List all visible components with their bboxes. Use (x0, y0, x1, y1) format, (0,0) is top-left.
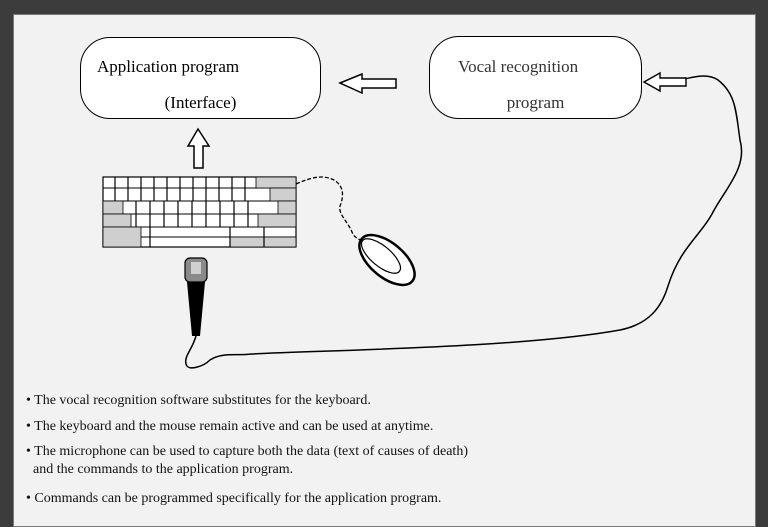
vocal-recognition-box: Vocal recognition program (429, 36, 642, 119)
program-label: program (506, 93, 565, 112)
microphone-cable (184, 75, 743, 369)
note-3-cont: and the commands to the application prog… (26, 462, 294, 477)
note-3: • The microphone can be used to capture … (26, 444, 468, 459)
application-program-label: Application program (97, 57, 240, 76)
keyboard-icon (102, 176, 297, 248)
hollow-arrow-up (186, 127, 211, 169)
mouse-cord (295, 176, 367, 243)
mouse-icon (358, 233, 416, 287)
microphone-icon (184, 257, 208, 336)
application-program-box: Application program (Interface) (80, 37, 321, 119)
interface-label: (Interface) (164, 93, 237, 112)
cable-arrow-head (642, 71, 687, 93)
hollow-arrow-left (338, 72, 397, 95)
note-2: • The keyboard and the mouse remain acti… (26, 419, 434, 434)
note-4: • Commands can be programmed specificall… (26, 491, 442, 506)
note-1: • The vocal recognition software substit… (26, 393, 371, 408)
vocal-recognition-label: Vocal recognition (458, 57, 579, 76)
